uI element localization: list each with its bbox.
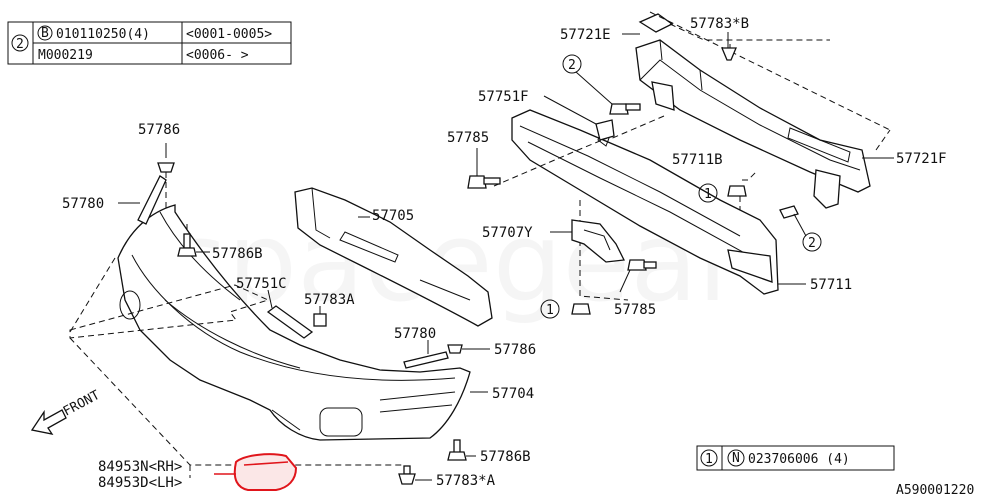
bolt-57786b-lower	[447, 439, 476, 461]
legend-top-table: 2 B 010110250(4) <0001-0005> M000219 <00…	[7, 21, 292, 65]
fog-lamp-cover-84953	[214, 453, 298, 491]
bumper-stay-57721e	[622, 13, 674, 35]
legend-row2-range: <0006- >	[186, 48, 249, 63]
front-direction-arrow: FRONT	[30, 388, 103, 435]
bolt-57785-upper	[467, 148, 501, 189]
label-57751c: 57751C	[236, 276, 287, 292]
bolt-callout-2-right: 2	[779, 205, 822, 252]
front-label: FRONT	[61, 388, 103, 420]
label-57751f: 57751F	[478, 89, 529, 105]
legend-bottom-part: 023706006 (4)	[748, 452, 850, 467]
label-57783a-bottom: 57783*A	[436, 473, 496, 489]
clip-57783b	[721, 32, 737, 61]
callout-2-upper: 2	[562, 54, 613, 105]
legend-ref-number: 2	[16, 37, 24, 52]
label-57711: 57711	[810, 277, 852, 293]
callout-1-right: 1	[698, 183, 747, 203]
legend-row1-range: <0001-0005>	[186, 27, 272, 42]
callout-2-upper-number: 2	[568, 58, 576, 73]
label-57783a-mid: 57783A	[304, 292, 355, 308]
nut-upper-icon	[727, 185, 747, 197]
label-57785-upper: 57785	[447, 130, 489, 146]
bracket-57751c	[266, 289, 314, 339]
bolt-57785-lower	[619, 259, 657, 293]
label-57705: 57705	[372, 208, 414, 224]
bumper-side-strip-right-57780	[403, 340, 449, 369]
legend-row2-part: M000219	[38, 48, 93, 63]
label-57785-lower: 57785	[614, 302, 656, 318]
bracket-57707y	[550, 219, 625, 263]
callout-1-lower: 1	[540, 299, 591, 319]
reinforcement-main-beam-57711	[511, 109, 806, 295]
label-57780-right: 57780	[394, 326, 436, 342]
label-57783b: 57783*B	[690, 16, 749, 32]
legend-bottom-ref-number: 1	[705, 452, 713, 467]
label-57786b-upper: 57786B	[212, 246, 263, 262]
legend-code-symbol: B	[41, 26, 49, 41]
label-57786-top: 57786	[138, 122, 180, 138]
callout-2-right-number: 2	[808, 236, 816, 251]
label-57721e: 57721E	[560, 27, 611, 43]
clip-57786-right	[447, 344, 490, 354]
label-57786-right: 57786	[494, 342, 536, 358]
bolt-upper-reinforcement	[609, 103, 641, 115]
label-57707y: 57707Y	[482, 225, 533, 241]
clip-57783a-bottom	[398, 465, 432, 485]
callout-1-lower-number: 1	[546, 303, 554, 318]
label-57786b-lower: 57786B	[480, 449, 531, 465]
clip-57783a-mid	[313, 306, 327, 327]
label-57721f: 57721F	[896, 151, 947, 167]
bumper-side-strip-left-57780	[118, 175, 167, 225]
legend-ref-circle	[11, 34, 29, 52]
front-bumper-face-57704	[117, 204, 471, 441]
label-84953n: 84953N<RH>	[98, 459, 182, 475]
nut-symbol-icon	[727, 449, 745, 467]
energy-absorber-57705	[294, 187, 493, 327]
reinforcement-upper-beam-57711b	[635, 39, 871, 209]
legend-bottom-code-symbol: N	[732, 451, 740, 466]
clip-57786-top	[157, 143, 175, 210]
label-57704: 57704	[492, 386, 534, 402]
label-84953d: 84953D<LH>	[98, 475, 182, 491]
figure-id: A590001220	[896, 483, 974, 497]
nut-lower-icon	[571, 303, 591, 315]
callout-1-right-number: 1	[704, 187, 712, 202]
bracket-57751f	[543, 95, 615, 141]
label-57780-left: 57780	[62, 196, 104, 212]
bolt-57786b-upper	[177, 224, 210, 257]
label-57711b: 57711B	[672, 152, 723, 168]
legend-bottom-table: 1 N 023706006 (4)	[696, 445, 895, 471]
bolt-symbol-icon	[37, 25, 53, 41]
legend-row1-part: 010110250(4)	[56, 27, 150, 42]
